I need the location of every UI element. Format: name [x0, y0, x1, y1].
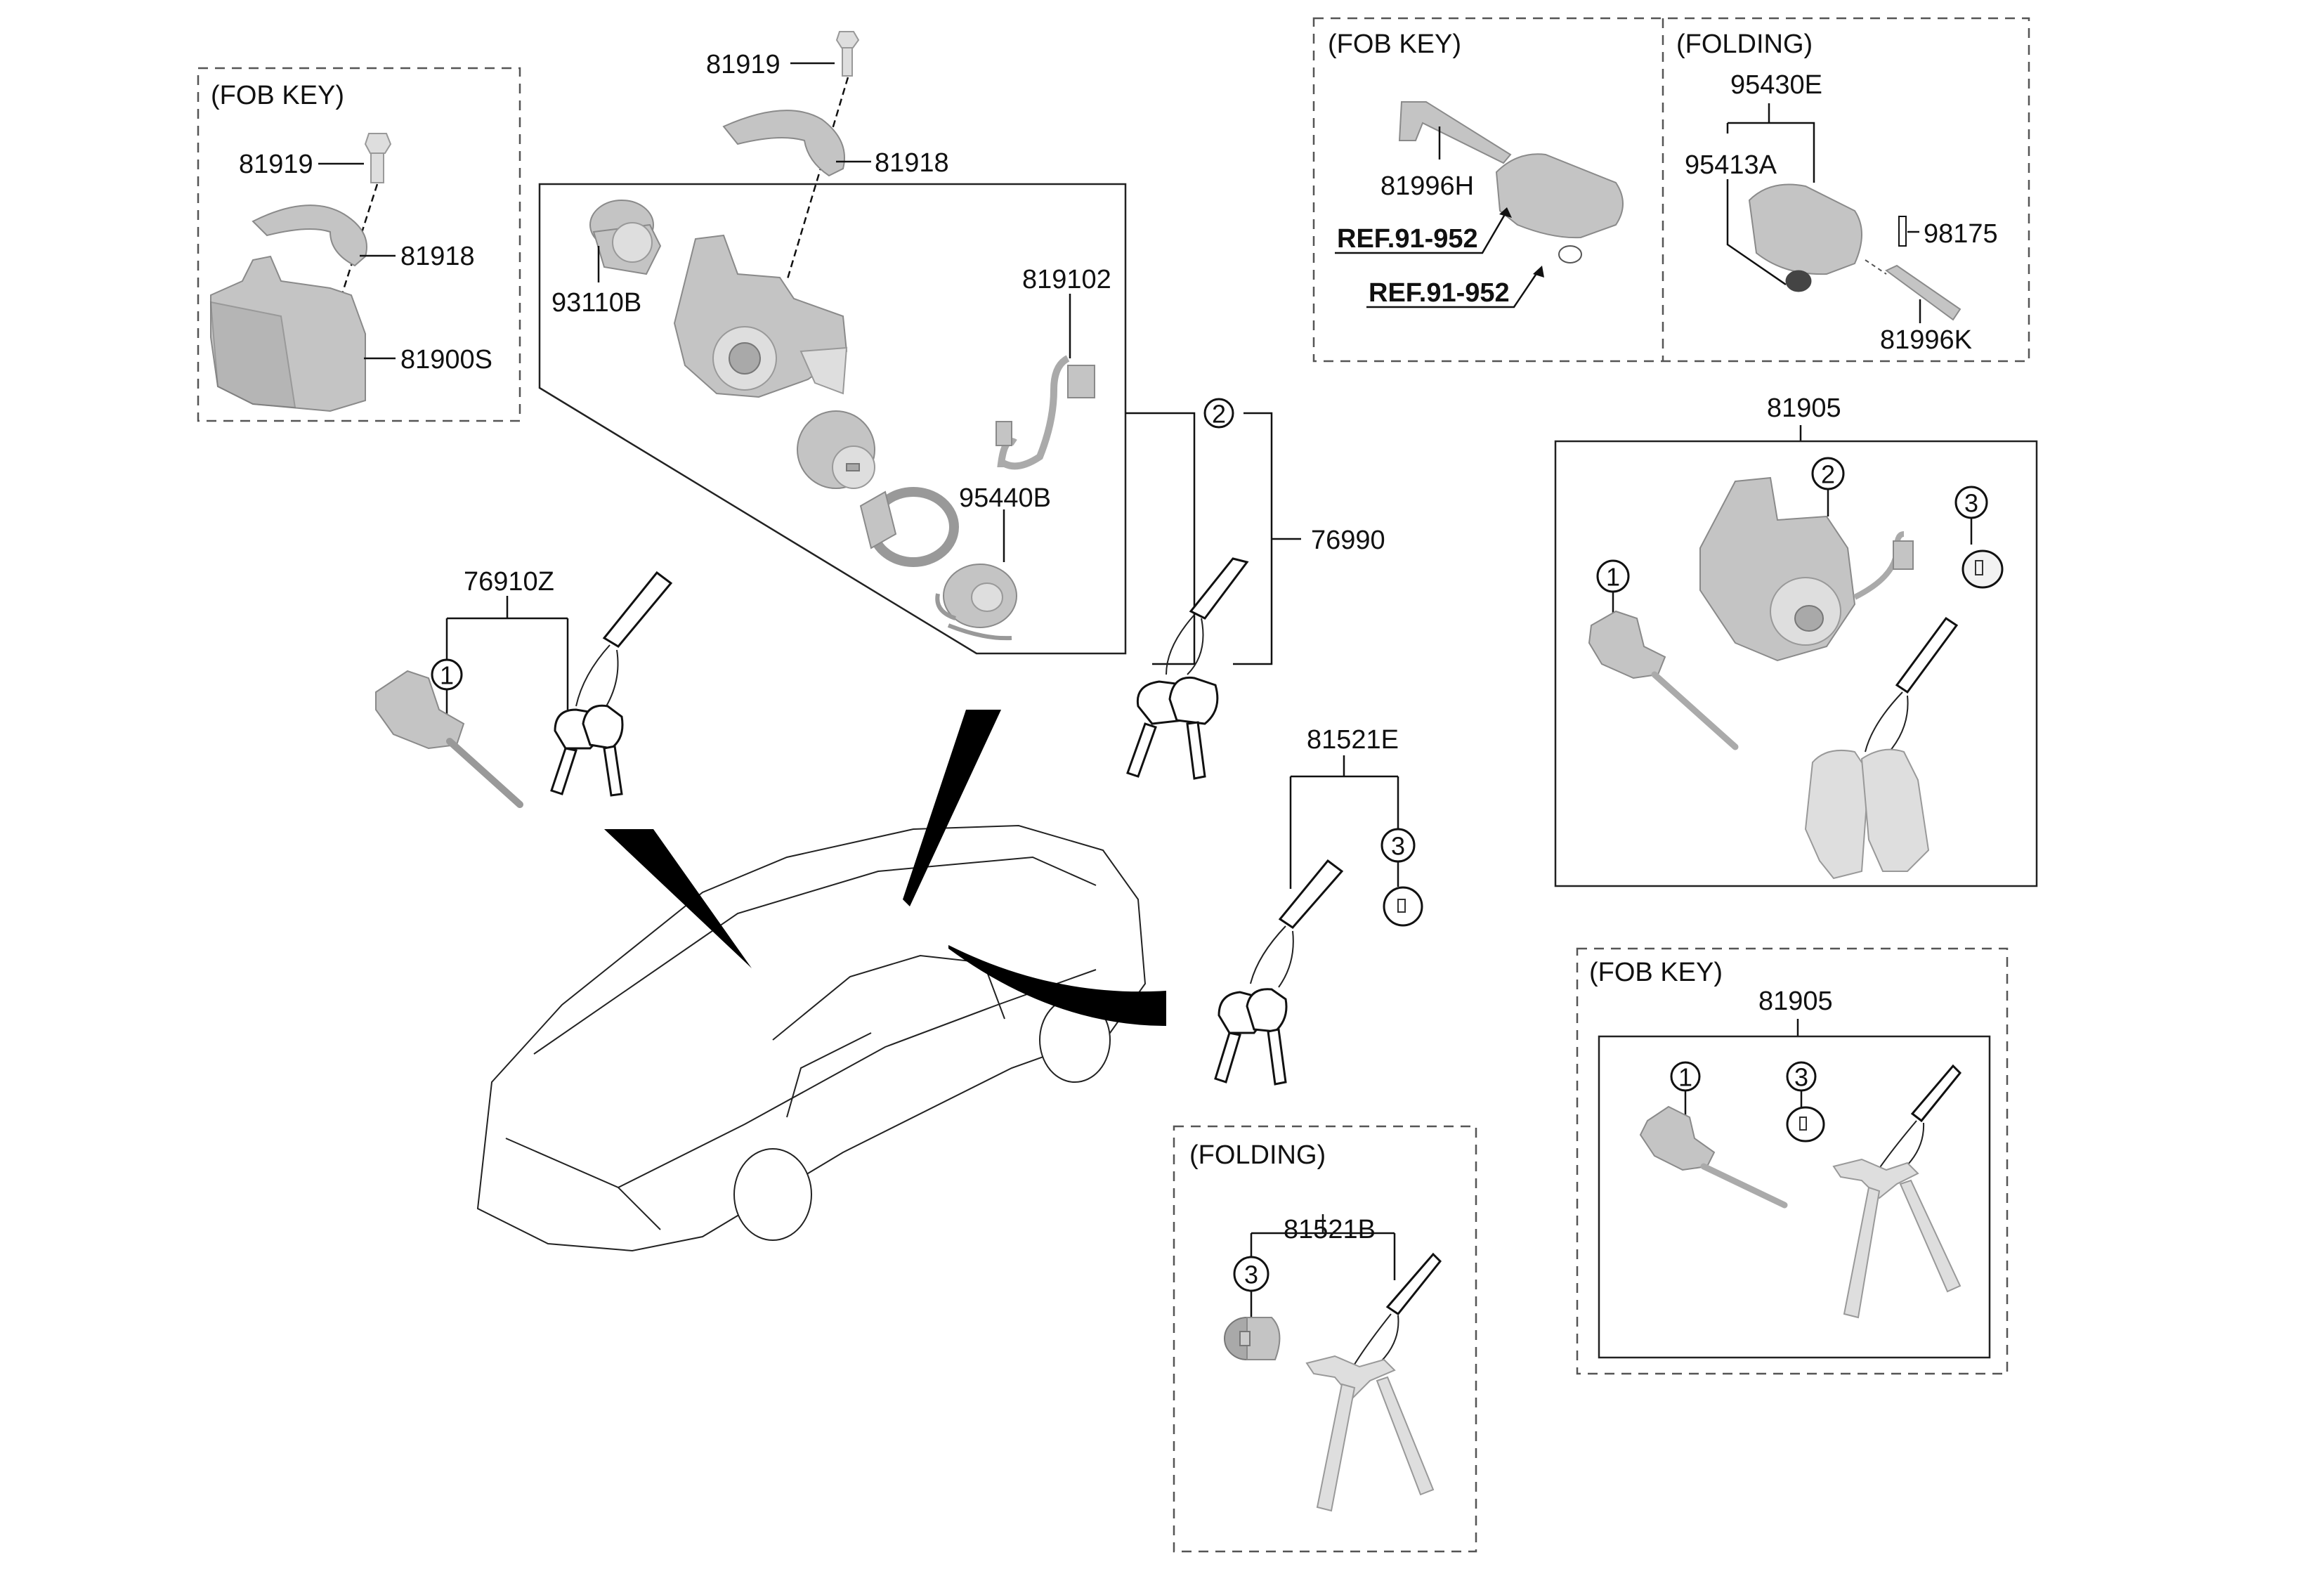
- part-number-81905[interactable]: 81905: [1767, 393, 1841, 423]
- callout-number: 3: [1244, 1261, 1258, 1289]
- key-set-part[interactable]: [1214, 859, 1344, 1086]
- part-number-81996K[interactable]: 81996K: [1880, 325, 1972, 355]
- reference-label[interactable]: REF.91-952: [1369, 278, 1510, 308]
- part-number-95440B[interactable]: 95440B: [959, 483, 1051, 513]
- callout-number: 3: [1964, 489, 1978, 518]
- part-number-81521B[interactable]: 81521B: [1284, 1215, 1376, 1244]
- dashed-frame: [1312, 17, 2030, 363]
- ignition-lock-assy-part[interactable]: [1699, 476, 1914, 662]
- ignition-lock-body-part[interactable]: [673, 234, 848, 398]
- trunk-cylinder-part[interactable]: [1961, 549, 2004, 589]
- group-folding-bottom: (FOLDING) 81521B 3: [1173, 1125, 1477, 1553]
- callout-circle-2: [1203, 398, 1234, 429]
- part-number-81900S[interactable]: 81900S: [400, 345, 492, 375]
- ignition-switch-part[interactable]: [589, 200, 662, 275]
- fob-key-pair-part[interactable]: [1804, 616, 1959, 880]
- bolt-part[interactable]: [835, 31, 860, 77]
- axis-line: [785, 77, 849, 282]
- part-number-98175[interactable]: 98175: [1924, 219, 1998, 249]
- part-number-76990[interactable]: 76990: [1311, 526, 1385, 555]
- bracket-part[interactable]: [722, 110, 845, 177]
- immobilizer-coil-part[interactable]: [935, 564, 1017, 641]
- pointer-wedge: [903, 710, 1001, 906]
- tailgate-cylinder-part[interactable]: [1383, 886, 1423, 927]
- group-caption: (FOLDING): [1189, 1140, 1326, 1170]
- group-ignition: 81919 81918 93110B: [538, 31, 1385, 780]
- callout-circle-1: [431, 658, 463, 691]
- pointer-wedge: [948, 945, 1166, 1026]
- bolt-part[interactable]: [364, 133, 392, 183]
- bracket-line: [1726, 103, 1815, 183]
- part-number-819102[interactable]: 819102: [1022, 265, 1111, 294]
- callout-number: 1: [1678, 1063, 1692, 1092]
- key-set-part[interactable]: [1126, 557, 1249, 780]
- ring-part[interactable]: [859, 487, 959, 567]
- part-number-81919[interactable]: 81919: [706, 50, 781, 79]
- group-fob-key-left: (FOB KEY) 81919 81918 81900S: [197, 67, 521, 422]
- emergency-key-blade-part[interactable]: [1398, 101, 1512, 164]
- part-number-95413A[interactable]: 95413A: [1685, 150, 1777, 180]
- group-fob-and-folding-top: (FOB KEY) (FOLDING) 81996H REF.91-952 RE…: [1312, 17, 2030, 363]
- group-caption: (FOB KEY): [211, 81, 344, 110]
- dashed-frame: [197, 67, 521, 422]
- door-lock-cylinder-part[interactable]: [1588, 610, 1739, 750]
- part-number-81918[interactable]: 81918: [400, 242, 475, 271]
- part-number-81521E[interactable]: 81521E: [1307, 725, 1399, 755]
- dashed-frame: [1576, 947, 2009, 1375]
- leader-line: [1726, 179, 1787, 286]
- folding-key-fob-part[interactable]: [1748, 183, 1862, 275]
- door-lock-cylinder-part[interactable]: [375, 670, 523, 808]
- part-number-81905[interactable]: 81905: [1758, 987, 1833, 1016]
- callout-number: 2: [1821, 460, 1835, 489]
- door-lock-cylinder-part[interactable]: [1639, 1105, 1788, 1209]
- group-caption: (FOB KEY): [1328, 30, 1461, 59]
- callout-number: 3: [1794, 1063, 1808, 1092]
- assembly-box: [1554, 440, 2038, 887]
- key-set-part[interactable]: [554, 571, 673, 750]
- pin-part[interactable]: [1898, 216, 1907, 247]
- reference-arrow: [1335, 210, 1508, 254]
- folding-key-pair-part[interactable]: [1305, 1252, 1442, 1512]
- lock-cylinder-part[interactable]: [1224, 1317, 1281, 1360]
- bracket-line: [1289, 755, 1399, 889]
- part-number-95430E[interactable]: 95430E: [1730, 70, 1822, 100]
- folding-key-pair-part[interactable]: [1832, 1064, 1962, 1319]
- bracket-line: [445, 596, 569, 724]
- callout-number: 1: [1606, 563, 1620, 592]
- part-number-81919[interactable]: 81919: [239, 150, 313, 179]
- bracket-line: [1250, 1214, 1396, 1280]
- key-blade: [550, 747, 577, 795]
- coin-battery-part[interactable]: [1558, 245, 1582, 263]
- callout-number: 3: [1391, 832, 1405, 861]
- key-cylinder-part[interactable]: [797, 410, 875, 489]
- group-door-lock-set: 76910Z 1: [375, 567, 673, 808]
- part-number-93110B[interactable]: 93110B: [551, 288, 641, 318]
- callout-number: 2: [1212, 400, 1226, 429]
- assembly-box: [538, 183, 1127, 655]
- coin-battery-part[interactable]: [1785, 270, 1812, 292]
- group-caption: (FOLDING): [1676, 30, 1813, 59]
- dashed-frame: [1173, 1125, 1477, 1553]
- part-number-81918[interactable]: 81918: [875, 148, 949, 178]
- wiring-harness-part[interactable]: [995, 355, 1095, 470]
- assembly-box: [1598, 1035, 1991, 1359]
- smart-key-fob-part[interactable]: [1495, 153, 1624, 239]
- part-number-76910Z[interactable]: 76910Z: [464, 567, 554, 597]
- key-blade: [603, 745, 623, 797]
- part-number-81996H[interactable]: 81996H: [1380, 171, 1474, 201]
- group-lock-set-81905: 81905 2 3 1: [1554, 393, 2038, 887]
- trunk-cylinder-part[interactable]: [1786, 1106, 1825, 1143]
- bracket-line: [1125, 412, 1273, 665]
- pointer-wedge: [604, 829, 752, 968]
- key-blade-part[interactable]: [1885, 264, 1961, 321]
- group-fob-key-bottom-right: (FOB KEY) 81905 1 3: [1576, 947, 2009, 1375]
- callout-number: 1: [440, 661, 454, 690]
- reference-label[interactable]: REF.91-952: [1337, 224, 1478, 254]
- vehicle-illustration: [476, 824, 1147, 1252]
- group-caption: (FOB KEY): [1589, 958, 1723, 987]
- reference-arrow: [1366, 270, 1540, 308]
- group-tailgate-set: 81521E 3: [1214, 725, 1423, 1086]
